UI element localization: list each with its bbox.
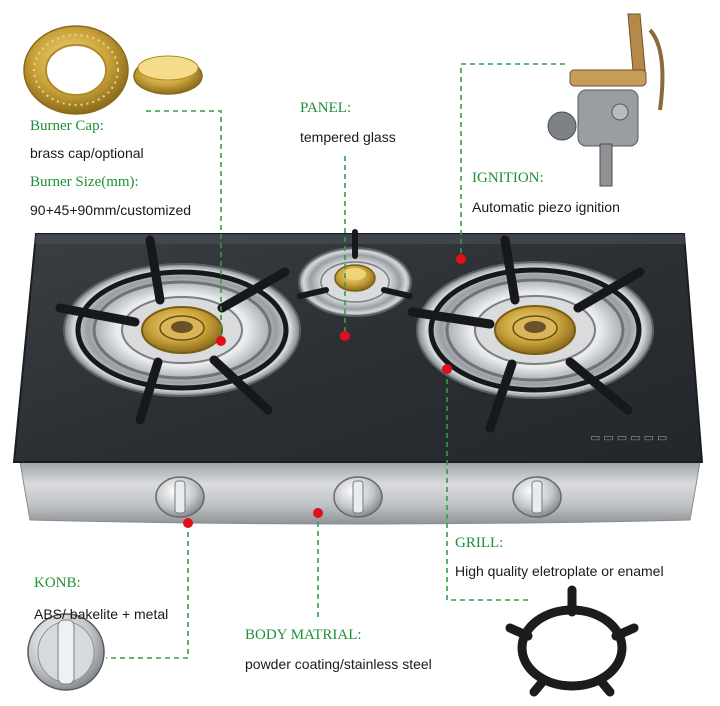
knob-middle [333,476,383,518]
knob-text: ABS/ bakelite + metal [34,606,169,622]
knob-left [155,476,205,518]
knob-right [512,476,562,518]
left-burner [55,235,301,425]
marker-body [313,508,323,518]
grill-photo [505,585,639,697]
panel-title: PANEL: [300,100,352,116]
svg-text:▭▭▭▭▭▭: ▭▭▭▭▭▭ [590,432,670,444]
middle-burner [297,229,413,317]
ignition-valve-photo [547,13,665,187]
marker-burner [216,336,226,346]
marker-ignition [456,254,466,264]
knob-closeup-photo [27,613,105,691]
right-burner [407,235,654,433]
burner-cap-title: Burner Cap: [30,118,104,134]
callout-markers [183,254,466,528]
marker-knob [183,518,193,528]
body-title: BODY MATRIAL: [245,627,362,643]
burner-size-text: 90+45+90mm/customized [30,202,192,218]
ignition-title: IGNITION: [472,170,544,186]
grill-text: High quality eletroplate or enamel [455,563,664,579]
grill-title: GRILL: [455,535,504,551]
body-text: powder coating/stainless steel [245,656,432,672]
knob-title: KONB: [34,575,81,591]
burner-cap-text: brass cap/optional [30,145,144,161]
panel-text: tempered glass [300,129,396,145]
burner-size-title: Burner Size(mm): [30,174,139,190]
burner-cap-photo [23,25,203,115]
marker-panel [340,331,350,341]
marker-grill [442,364,452,374]
leader-lines [106,63,565,659]
ignition-text: Automatic piezo ignition [472,199,620,215]
